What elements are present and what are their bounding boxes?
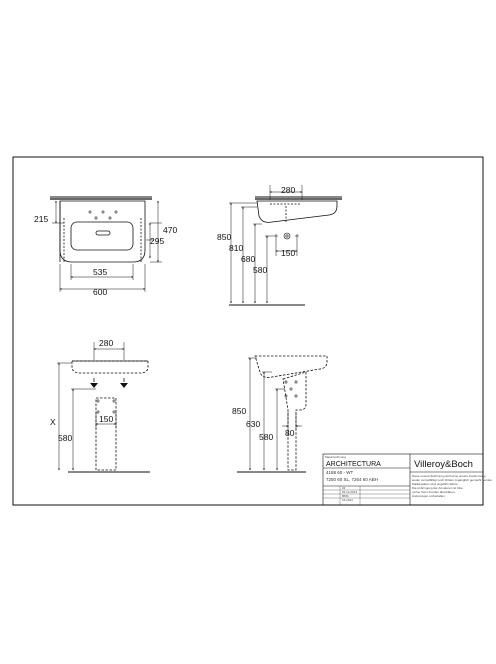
brand-name: Villeroy&Boch — [414, 459, 473, 470]
pedestal-side-holes — [284, 380, 298, 398]
pedestal-front-height-label: 580 — [58, 433, 72, 443]
side-height-850: 850 — [217, 232, 231, 242]
meta-row-2: 03.12.2014 — [342, 490, 357, 494]
front-inner-height-label: 295 — [150, 236, 164, 246]
front-depth-label: 215 — [34, 214, 48, 224]
drawing-frame — [12, 156, 484, 506]
pedestal-front-holes — [96, 399, 116, 414]
note-line-2: weder vervielfältigt noch Dritten zugäng… — [412, 478, 493, 482]
meta-row-4: 15.2014 — [342, 498, 353, 502]
note-line-1: Diese unsere Zeichnung darf ohne unsere … — [412, 474, 486, 478]
pedestal-side-height-580: 580 — [259, 432, 273, 442]
side-top-label: 280 — [281, 185, 295, 195]
meta-row-3: BMS — [342, 494, 349, 498]
alt-article-numbers: 7250 60 SL, 7264 60 ABH — [326, 477, 378, 482]
meta-row-1: 03 — [342, 486, 346, 490]
side-height-810: 810 — [229, 243, 243, 253]
side-view-dimensions — [229, 185, 303, 304]
title-block-header: Masszeichnung — [325, 455, 346, 459]
pedestal-front-width-label: 150 — [99, 414, 113, 424]
pedestal-front-x-label: X — [50, 417, 56, 427]
front-view-tap-holes — [88, 210, 118, 220]
pedestal-side-height-630: 630 — [246, 419, 260, 429]
pedestal-side-view — [237, 355, 328, 473]
front-view-dimensions — [52, 200, 162, 292]
note-line-5: vorher beim Kunden abzuklären. — [412, 490, 456, 494]
title-block — [322, 453, 484, 506]
pedestal-front-dimensions — [57, 342, 125, 471]
pedestal-side-dimensions — [248, 357, 302, 471]
side-height-580: 580 — [253, 265, 267, 275]
pedestal-front-view — [68, 360, 150, 473]
front-inner-width-label: 535 — [93, 267, 107, 277]
product-name: ARCHITECTURA — [326, 461, 381, 468]
note-line-6: Änderungen vorbehalten. — [412, 494, 446, 498]
front-width-label: 600 — [93, 287, 107, 297]
pedestal-front-top-label: 280 — [99, 338, 113, 348]
pedestal-side-bottom-label: 80 — [285, 428, 295, 438]
front-height-label: 470 — [163, 225, 177, 235]
side-height-680: 680 — [241, 254, 255, 264]
note-line-4: Die Anbringung der Armaturen ist bitte — [412, 486, 463, 490]
side-small-width-label: 150 — [281, 248, 295, 258]
side-view-supply-holes — [274, 232, 299, 240]
side-view — [229, 196, 342, 306]
article-number: 4188 60 - WT — [326, 470, 354, 475]
front-view — [50, 196, 152, 263]
note-line-3: Maßangaben sind ungefähr-Werte. — [412, 482, 459, 486]
pedestal-side-height-850: 850 — [232, 406, 246, 416]
pedestal-front-markers — [90, 383, 128, 388]
